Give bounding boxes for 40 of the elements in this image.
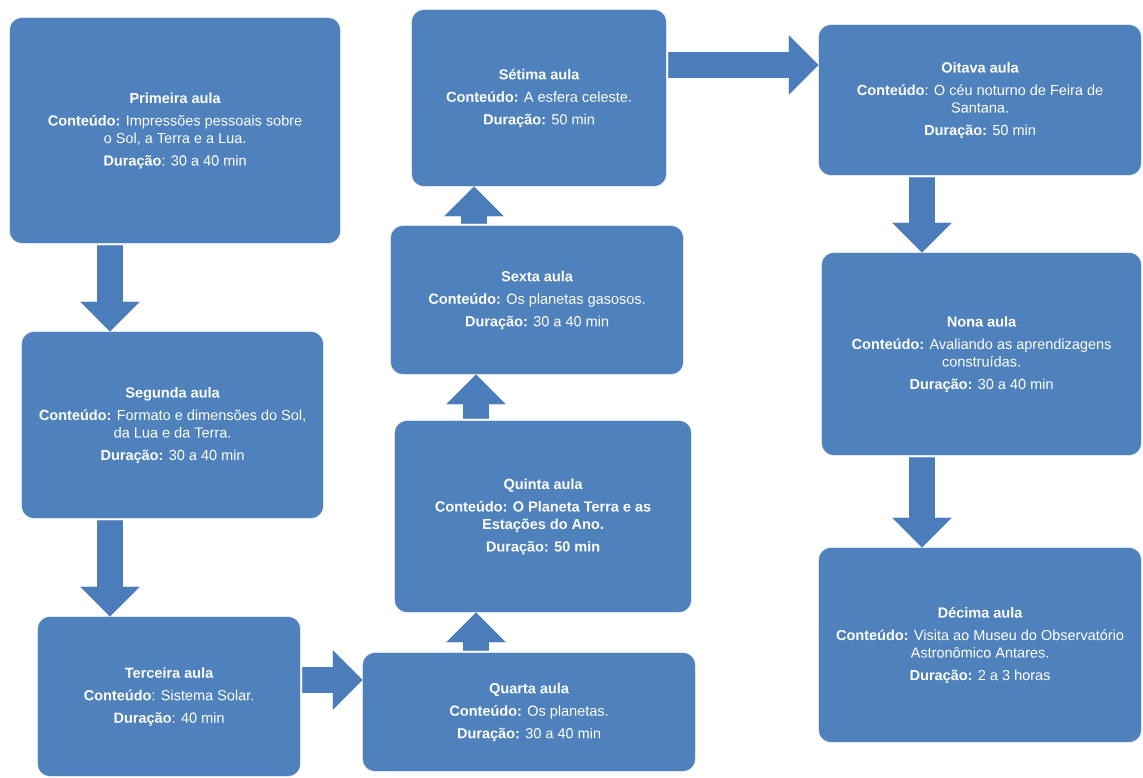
lesson-title: Sexta aula [501, 270, 573, 282]
lesson-detail: Conteúdo: O Planeta Terra e as Estações do Ano. [435, 500, 651, 532]
lesson-title: Terceira aula [124, 667, 214, 678]
lesson-detail: Duração: 30 a 40 min [101, 449, 244, 463]
lesson-box [821, 252, 1142, 456]
lesson-detail: Duração: 2 a 3 horas [910, 669, 1050, 684]
lesson-title: Nona aula [947, 316, 1017, 327]
lesson-box [818, 24, 1142, 176]
lesson-box [362, 652, 696, 772]
lesson-detail: Conteúdo: Visita ao Museu do Observatório Astronômico Antares. [836, 629, 1124, 658]
lesson-detail: Conteúdo: Avaliando as aprendizagens construídas. [852, 338, 1111, 367]
lesson-box [390, 225, 684, 375]
lesson-detail: Conteúdo: Os planetas gasosos. [428, 293, 645, 307]
lesson-title: Décima aula [938, 606, 1023, 618]
lesson-detail: Duração: 30 a 40 min [466, 315, 609, 330]
lesson-detail: Duração: 50 min [925, 124, 1035, 138]
lesson-detail: Conteúdo: Os planetas. [449, 705, 608, 719]
lesson-box [411, 9, 667, 187]
lesson-detail: Conteúdo: Impressões pessoais sobre o Sol, a Terra e a Lua. [48, 114, 302, 145]
lesson-detail: Duração: 40 min [114, 712, 224, 726]
lesson-box [37, 616, 301, 777]
lesson-title: Quarta aula [489, 682, 569, 697]
lesson-detail: Conteúdo: A esfera celeste. [446, 91, 631, 102]
lesson-title: Segunda aula [125, 387, 220, 401]
lesson-title: Primeira aula [130, 92, 221, 104]
lesson-box [9, 17, 341, 244]
lesson-detail: Duração: 30 a 40 min [910, 378, 1053, 392]
lesson-box [818, 547, 1142, 743]
lesson-box [394, 420, 692, 613]
lesson-title: Quinta aula [504, 478, 583, 492]
lesson-title: Oitava aula [941, 62, 1019, 73]
lesson-detail: Duração: 30 a 40 min [104, 155, 246, 169]
lesson-detail: Duração: 30 a 40 min [458, 727, 601, 742]
lesson-detail: Duração: 50 min [486, 541, 600, 555]
lesson-detail: Conteúdo: Sistema Solar. [84, 689, 253, 701]
lesson-detail: Conteúdo: O céu noturno de Feira de Santana. [857, 84, 1103, 113]
lesson-detail: Duração: 50 min [484, 113, 594, 128]
lesson-detail: Conteúdo: Formato e dimensões do Sol, da Lua e da Terra. [39, 409, 305, 438]
lesson-box [21, 331, 324, 519]
lesson-title: Sétima aula [499, 68, 580, 80]
